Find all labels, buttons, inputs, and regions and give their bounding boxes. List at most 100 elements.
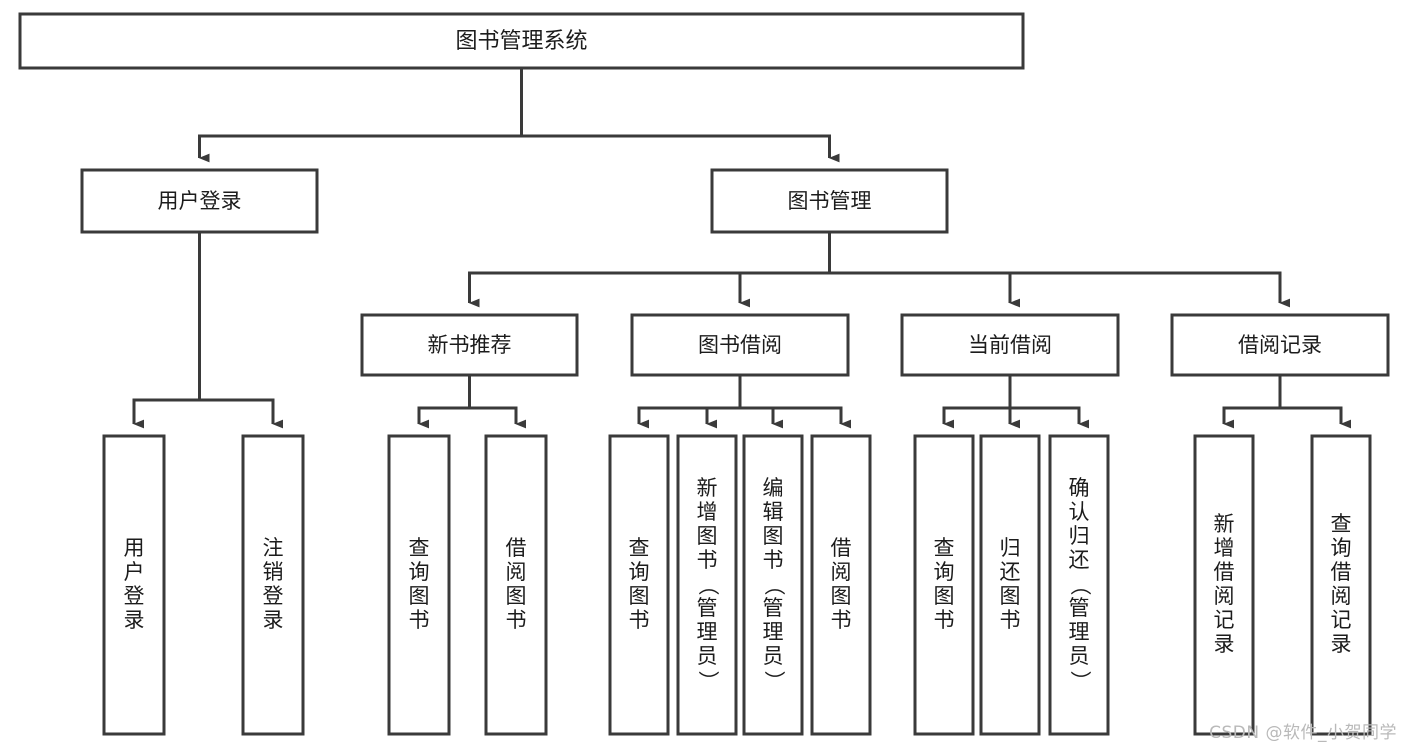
- leaf-node-box[interactable]: [979, 434, 1041, 736]
- svg-text:图: 图: [1000, 584, 1021, 608]
- svg-text:编: 编: [763, 476, 784, 500]
- svg-text:管: 管: [763, 596, 784, 620]
- svg-text:员: 员: [763, 644, 784, 668]
- svg-text:阅: 阅: [1214, 584, 1235, 608]
- edge-leaf-6: [705, 375, 742, 429]
- svg-text:阅: 阅: [506, 560, 527, 584]
- svg-text:录: 录: [1214, 632, 1235, 656]
- svg-text:）: ）: [762, 671, 786, 692]
- level3-node-4[interactable]: 借阅记录: [1170, 313, 1390, 377]
- svg-text:增: 增: [1214, 536, 1235, 560]
- leaf-node-box[interactable]: [102, 434, 166, 736]
- leaf-node-box[interactable]: [1310, 434, 1372, 736]
- svg-text:图: 图: [763, 524, 784, 548]
- leaf-node-box[interactable]: [742, 434, 804, 736]
- svg-text:阅: 阅: [831, 560, 852, 584]
- svg-text:员: 员: [697, 644, 718, 668]
- svg-text:用: 用: [124, 536, 145, 560]
- edge-leaf-8: [738, 375, 852, 429]
- level2-node-label: 用户登录: [158, 189, 242, 213]
- edge-root-to-node-用户登录: [198, 68, 523, 163]
- leaf-node-box[interactable]: [1048, 434, 1110, 736]
- svg-text:图: 图: [409, 584, 430, 608]
- level2-node-box[interactable]: [80, 168, 319, 234]
- level2-node-box[interactable]: [710, 168, 949, 234]
- root-node-label: 图书管理系统: [455, 29, 587, 54]
- edge-leaf-4: [468, 375, 527, 429]
- svg-text:（: （: [762, 575, 786, 596]
- svg-text:归: 归: [1069, 524, 1090, 548]
- svg-text:查: 查: [629, 536, 650, 560]
- svg-text:图: 图: [506, 584, 527, 608]
- leaf-node-box[interactable]: [484, 434, 548, 736]
- svg-text:书: 书: [934, 608, 955, 632]
- leaf-node-box[interactable]: [1193, 434, 1255, 736]
- edge-root-to-node-图书管理: [520, 68, 840, 163]
- leaf-node-box[interactable]: [387, 434, 451, 736]
- svg-text:书: 书: [763, 548, 784, 572]
- edge-mgmt-to-node-新书推荐: [468, 232, 831, 308]
- leaf-node-box[interactable]: [608, 434, 670, 736]
- svg-text:查: 查: [1331, 512, 1352, 536]
- svg-text:理: 理: [763, 620, 784, 644]
- svg-text:注: 注: [263, 536, 284, 560]
- svg-text:询: 询: [1331, 536, 1352, 560]
- level2-node-2[interactable]: 图书管理: [710, 168, 949, 234]
- svg-text:员: 员: [1069, 644, 1090, 668]
- edge-leaf-13: [1278, 375, 1352, 429]
- node-layer: 图书管理系统用户登录图书管理新书推荐图书借阅当前借阅借阅记录用户登录注销登录查询…: [18, 12, 1390, 736]
- level2-node-1[interactable]: 用户登录: [80, 168, 319, 234]
- edge-leaf-9: [942, 375, 1012, 429]
- edge-mgmt-to-node-当前借阅: [828, 232, 1021, 308]
- level3-node-label: 图书借阅: [698, 333, 782, 357]
- svg-text:图: 图: [629, 584, 650, 608]
- level3-node-2[interactable]: 图书借阅: [630, 313, 850, 377]
- edge-mgmt-to-node-借阅记录: [828, 232, 1291, 308]
- svg-text:新: 新: [1214, 512, 1235, 536]
- svg-text:书: 书: [1000, 608, 1021, 632]
- edge-leaf-11: [1008, 375, 1090, 429]
- root-node-box[interactable]: [18, 12, 1025, 70]
- leaf-node-box[interactable]: [913, 434, 975, 736]
- level3-node-box[interactable]: [900, 313, 1120, 377]
- leaf-node-box[interactable]: [810, 434, 872, 736]
- leaf-node-box[interactable]: [676, 434, 738, 736]
- edge-leaf-3: [417, 375, 471, 429]
- svg-text:管: 管: [697, 596, 718, 620]
- svg-text:）: ）: [1068, 671, 1092, 692]
- svg-text:登: 登: [124, 584, 145, 608]
- svg-text:新: 新: [697, 476, 718, 500]
- svg-text:查: 查: [934, 536, 955, 560]
- svg-text:查: 查: [409, 536, 430, 560]
- root-node-1[interactable]: 图书管理系统: [18, 12, 1025, 70]
- level3-node-box[interactable]: [1170, 313, 1390, 377]
- level3-node-3[interactable]: 当前借阅: [900, 313, 1120, 377]
- svg-text:借: 借: [831, 536, 852, 560]
- svg-text:借: 借: [1214, 560, 1235, 584]
- level3-node-1[interactable]: 新书推荐: [360, 313, 579, 377]
- svg-text:录: 录: [124, 608, 145, 632]
- level3-node-box[interactable]: [360, 313, 579, 377]
- leaf-node-1[interactable]: 用户登录: [102, 434, 166, 736]
- edge-leaf-2: [198, 232, 284, 429]
- leaf-node-box[interactable]: [241, 434, 305, 736]
- svg-text:理: 理: [697, 620, 718, 644]
- level3-node-box[interactable]: [630, 313, 850, 377]
